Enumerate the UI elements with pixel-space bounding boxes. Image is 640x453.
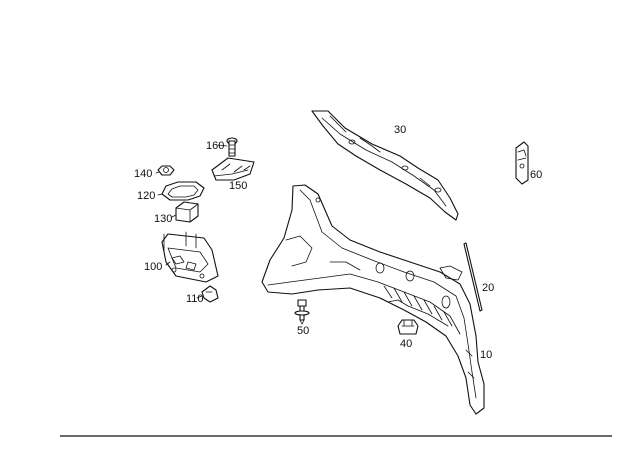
label-110: 110 bbox=[186, 293, 204, 305]
label-160: 160 bbox=[206, 140, 224, 152]
label-50: 50 bbox=[297, 325, 309, 337]
label-100: 100 bbox=[144, 261, 162, 273]
part-160-bolt[interactable] bbox=[226, 137, 238, 157]
leader-lines bbox=[155, 144, 228, 299]
part-60-bracket[interactable] bbox=[515, 141, 529, 185]
label-130: 130 bbox=[154, 213, 172, 225]
part-30-upper-panel[interactable] bbox=[311, 110, 459, 221]
part-10-main-panel[interactable] bbox=[261, 184, 485, 415]
part-130-block[interactable] bbox=[175, 201, 199, 223]
part-110-bolt[interactable] bbox=[201, 285, 219, 303]
label-20: 20 bbox=[482, 282, 494, 294]
part-140-nut[interactable] bbox=[157, 165, 175, 176]
label-120: 120 bbox=[137, 190, 155, 202]
label-10: 10 bbox=[480, 349, 492, 361]
part-50-screw[interactable] bbox=[294, 299, 310, 325]
part-150-bracket[interactable] bbox=[211, 157, 255, 181]
label-140: 140 bbox=[134, 168, 152, 180]
label-60: 60 bbox=[530, 169, 542, 181]
label-40: 40 bbox=[400, 338, 412, 350]
label-30: 30 bbox=[394, 124, 406, 136]
part-20-strip[interactable] bbox=[439, 242, 483, 312]
part-120-gasket[interactable] bbox=[161, 181, 205, 201]
label-150: 150 bbox=[229, 180, 247, 192]
part-40-clip[interactable] bbox=[397, 319, 419, 335]
part-100-carrier[interactable] bbox=[161, 231, 219, 283]
